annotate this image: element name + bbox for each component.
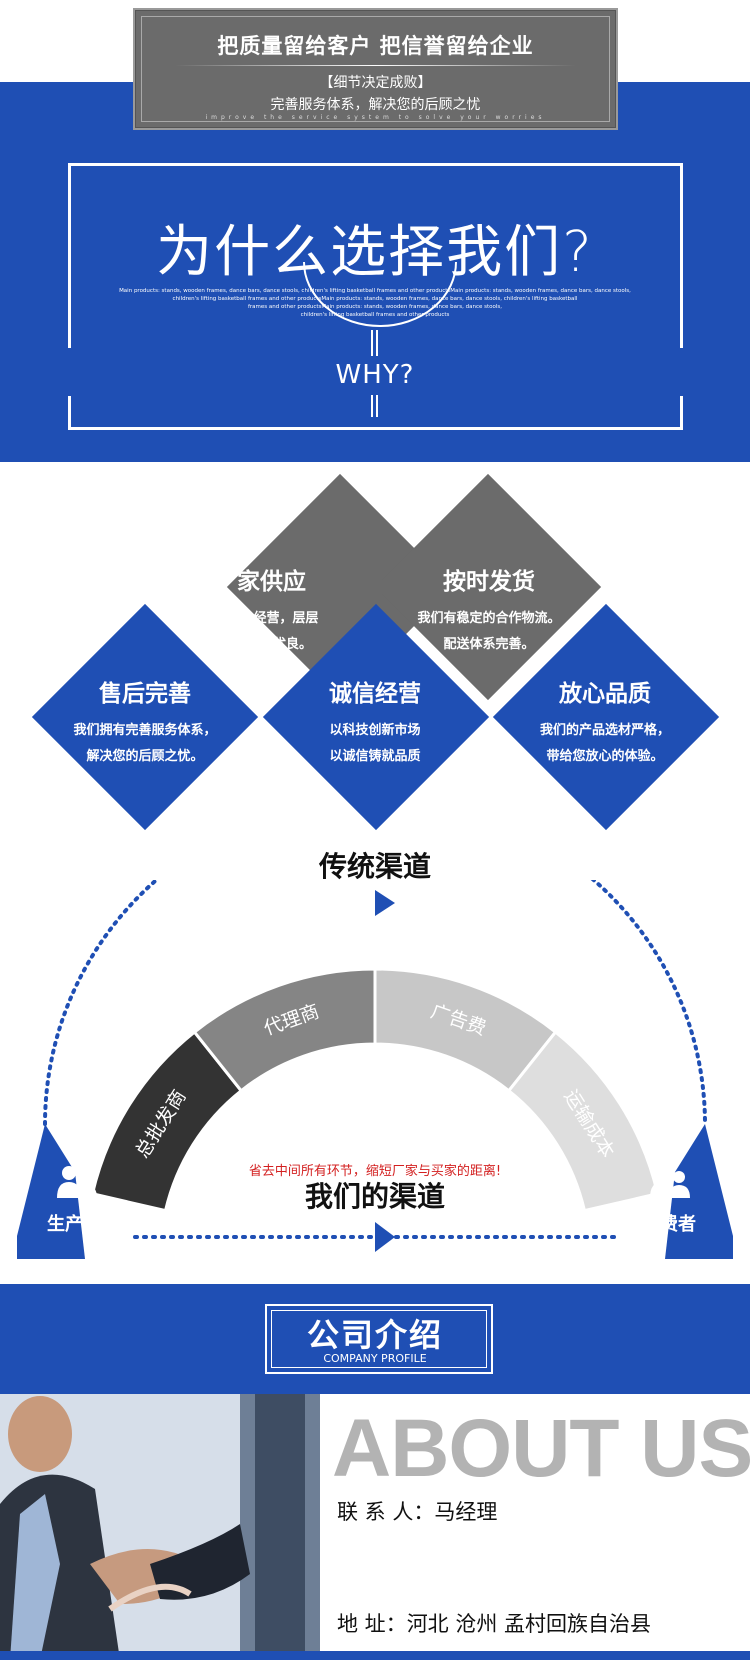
people-icon [650, 1166, 690, 1198]
why-title: 为什么选择我们? [156, 220, 594, 285]
feature-title: 厂家供应 [214, 569, 306, 595]
profile-title-box [265, 1304, 493, 1374]
why-description: Main products: stands, wooden frames, da… [119, 288, 631, 318]
feature-title: 放心品质 [559, 681, 651, 707]
why-bar-top [371, 330, 378, 356]
banner-english: improve the service system to solve your… [205, 114, 546, 121]
line-arrow-icon [375, 1222, 395, 1252]
why-frame [66, 163, 685, 430]
bottom-strip [0, 1651, 750, 1660]
consumer-cap [665, 1124, 733, 1259]
why-bar-bottom [371, 395, 378, 417]
banner-subtitle: 【细节决定成败】 [319, 75, 432, 91]
profile-subtitle: COMPANY PROFILE [323, 1352, 427, 1365]
feature-title: 售后完善 [99, 681, 191, 707]
banner-title: 把质量留给客户 把信誉留给企业 [217, 34, 534, 58]
channel-note: 省去中间所有环节，缩短厂家与买家的距离! [248, 1164, 502, 1179]
consumer-label: 消费者 [642, 1214, 696, 1235]
channel-diagram: 总批发商代理商广告费运输成本 [17, 880, 733, 1259]
why-arc-decoration [303, 261, 457, 327]
feature-title: 按时发货 [443, 569, 535, 595]
feature-supply: 厂家供应 我们专注经营，层层 把关，品质优良。 [150, 562, 370, 658]
feature-delivery: 按时发货 我们有稳定的合作物流。 配送体系完善。 [379, 562, 599, 658]
profile-band [0, 1284, 750, 1394]
about-us-title: ABOUT US [332, 1403, 750, 1494]
feature-title: 诚信经营 [329, 681, 421, 707]
top-banner: 把质量留给客户 把信誉留给企业 【细节决定成败】 完善服务体系，解决您的后顾之忧… [133, 8, 618, 130]
feature-integrity: 诚信经营 以科技创新市场 以诚信铸就品质 [265, 674, 485, 770]
address-row: 地 址：河北 沧州 孟村回族自治县 [337, 1608, 651, 1638]
arc-arrow-icon [375, 890, 395, 916]
contact-label: 联 系 人： [337, 1500, 435, 1524]
feature-aftersales: 售后完善 我们拥有完善服务体系， 解决您的后顾之忧。 [35, 674, 255, 770]
hero-section [0, 82, 750, 462]
profile-title: 公司介绍 [306, 1316, 443, 1354]
traditional-dotted-arc [43, 880, 707, 1126]
contact-row: 联 系 人：马经理 [337, 1496, 497, 1526]
feature-quality: 放心品质 我们的产品选材严格， 带给您放心的体验。 [495, 674, 715, 770]
our-channel-title: 我们的渠道 [304, 1180, 445, 1213]
producer-cap [17, 1124, 85, 1259]
address-label: 地 址： [337, 1612, 407, 1636]
producer-label: 生产商 [47, 1214, 101, 1235]
why-word: WHY? [335, 360, 415, 390]
contact-value: 马经理 [434, 1500, 498, 1524]
handshake-photo [0, 1394, 320, 1660]
banner-subtitle-2: 完善服务体系，解决您的后顾之忧 [270, 97, 481, 113]
people-icon [57, 1166, 97, 1198]
traditional-channel-title: 传统渠道 [318, 850, 431, 883]
address-value: 河北 沧州 孟村回族自治县 [406, 1612, 652, 1636]
